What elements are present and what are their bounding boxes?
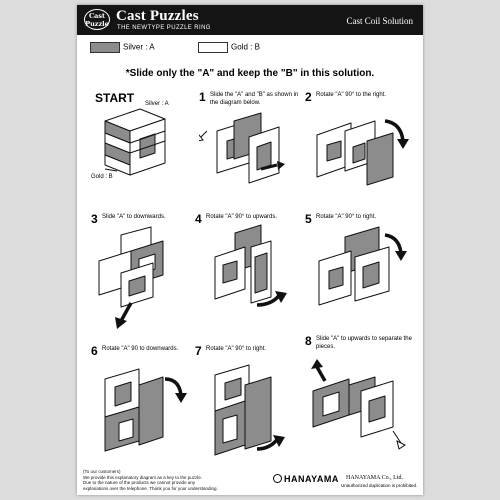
step-8-panel: 8 Slide "A" to upwards to separate the p… xyxy=(305,335,415,460)
step-6-caption: Rotate "A" 90 to downwards. xyxy=(102,346,179,352)
step-2-caption: Rotate "A" 90° to the right. xyxy=(316,92,387,98)
step-8-number: 8 xyxy=(305,334,312,348)
step-8-caption: Slide "A" to upwards to separate the pie… xyxy=(316,336,412,350)
footer-line: explanations over the telephone. Thank y… xyxy=(83,485,218,491)
brand-title: Cast Puzzles xyxy=(116,8,199,24)
step-6-diagram xyxy=(104,368,187,452)
step-4-caption: Rotate "A" 90° to upwards. xyxy=(206,214,278,220)
step-1-number: 1 xyxy=(199,90,206,104)
step-3-panel: 3 Slide "A" to downwards. xyxy=(91,213,201,338)
main-instruction: *Slide only the "A" and keep the "B" in … xyxy=(125,68,375,79)
silver-part-label: Silver : A xyxy=(145,101,169,107)
step-5-panel: 5 Rotate "A" 90° to right. xyxy=(305,213,415,338)
step-1-caption: Slide the "A" and "B" as shown in the di… xyxy=(210,92,299,106)
start-panel: START Silver : A Gold : B xyxy=(91,91,205,216)
step-8-diagram xyxy=(311,359,406,450)
step-2-diagram xyxy=(316,119,409,186)
logo-bottom-text: Puzzle xyxy=(85,20,109,28)
footer-line: (To our customers) xyxy=(83,469,121,474)
brand-tagline: THE NEWTYPE PUZZLE RING xyxy=(117,25,211,31)
logo-top-text: Cast xyxy=(88,12,106,20)
step-4-diagram xyxy=(214,224,287,307)
silver-swatch xyxy=(90,42,120,53)
step-3-number: 3 xyxy=(91,212,98,226)
header-bar: Cast Puzzle Cast Puzzles THE NEWTYPE PUZ… xyxy=(77,5,423,35)
step-6-panel: 6 Rotate "A" 90 to downwards. xyxy=(91,345,201,470)
step-5-number: 5 xyxy=(305,212,312,226)
step-3-diagram xyxy=(98,226,164,329)
copyright-note: Unauthorized duplication is prohibited. xyxy=(341,483,418,488)
legend-silver-label: Silver : A xyxy=(123,42,155,52)
step-2-panel: 2 Rotate "A" 90° to the right. xyxy=(305,91,415,216)
footer-line: Due to the nature of the products we can… xyxy=(83,480,196,485)
step-1-panel: 1 Slide the "A" and "B" as shown in the … xyxy=(199,91,309,216)
step-3-caption: Slide "A" to downwards. xyxy=(102,214,166,220)
hanayama-logo-text: HANAYAMA xyxy=(284,474,339,484)
company-name: HANAYAMA Co., Ltd. xyxy=(346,475,403,481)
step-4-panel: 4 Rotate "A" 90° to upwards. xyxy=(195,213,305,338)
footer-disclaimer: (To our customers) We provide this expla… xyxy=(83,469,233,491)
legend-gold-label: Gold : B xyxy=(231,42,260,52)
instruction-sheet: Cast Puzzle Cast Puzzles THE NEWTYPE PUZ… xyxy=(77,5,423,495)
start-label: START xyxy=(95,91,135,105)
step-7-diagram xyxy=(214,364,285,456)
legend-gold: Gold : B xyxy=(198,42,260,53)
step-2-number: 2 xyxy=(305,90,312,104)
hanayama-mark-icon xyxy=(273,474,282,483)
step-6-number: 6 xyxy=(91,344,98,358)
step-7-caption: Rotate "A" 90° to right. xyxy=(206,346,267,352)
gold-part-label: Gold : B xyxy=(91,174,113,180)
hanayama-logo: HANAYAMA xyxy=(273,474,339,484)
step-7-number: 7 xyxy=(195,344,202,358)
legend-silver: Silver : A xyxy=(90,42,155,53)
start-puzzle-diagram xyxy=(104,108,166,176)
step-7-panel: 7 Rotate "A" 90° to right. xyxy=(195,345,305,470)
step-5-diagram xyxy=(318,226,407,306)
step-1-diagram xyxy=(199,112,285,184)
gold-swatch xyxy=(198,42,228,53)
step-5-caption: Rotate "A" 90° to right. xyxy=(316,214,377,220)
solution-title: Cast Coil Solution xyxy=(346,16,413,26)
footer-line: We provide this explanatory diagram as a… xyxy=(83,474,202,480)
step-4-number: 4 xyxy=(195,212,202,226)
cast-puzzle-logo: Cast Puzzle xyxy=(84,9,110,30)
